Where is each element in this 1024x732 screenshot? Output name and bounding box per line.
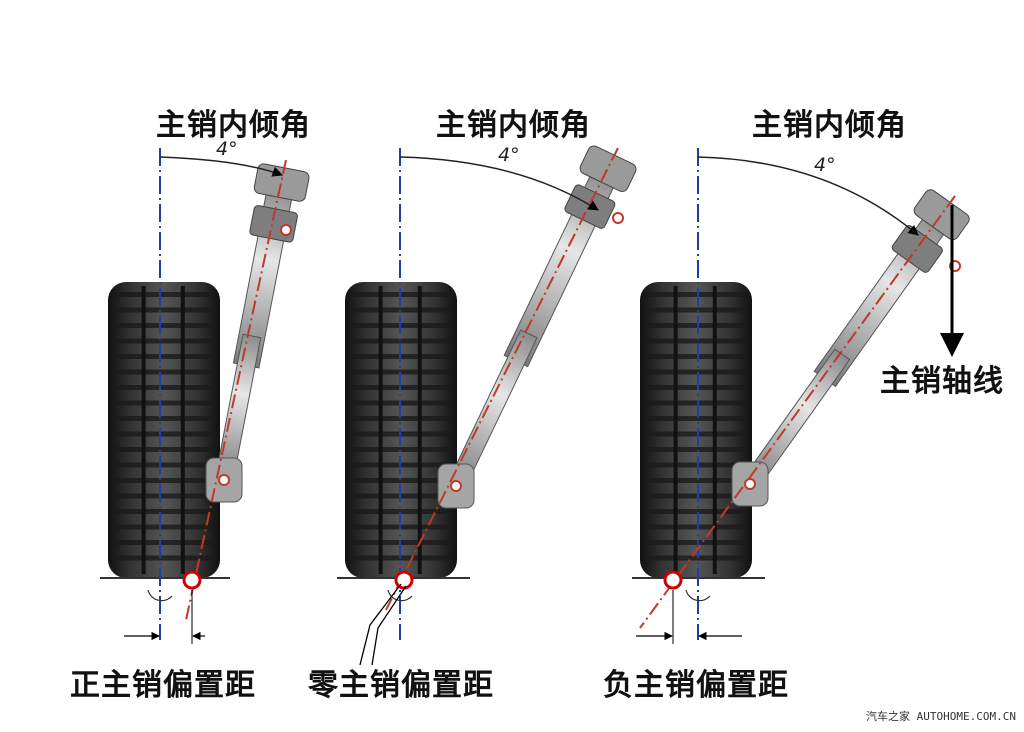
tire-tread-groove — [114, 478, 214, 483]
tire-tread-groove — [114, 494, 214, 499]
tire-tread-groove — [646, 463, 746, 468]
tire-rib — [418, 286, 422, 574]
tire-tread-groove — [646, 525, 746, 530]
tire-tread-groove — [646, 323, 746, 328]
ground-contact-point — [665, 572, 681, 588]
tire-tread-groove — [646, 370, 746, 375]
tire-tread-groove — [114, 540, 214, 545]
panel-2 — [337, 144, 638, 665]
tire-tread-groove — [114, 416, 214, 421]
strut-assembly — [729, 187, 972, 499]
tire-tread-groove — [114, 292, 214, 297]
tire-tread-groove — [646, 447, 746, 452]
panel-2-offset-label: 零主销偏置距 — [308, 660, 494, 704]
panel-1-angle-label: 4° — [216, 138, 238, 160]
tire-tread-groove — [114, 463, 214, 468]
kingpin-axis-label: 主销轴线 — [880, 356, 1004, 400]
tire-rib — [181, 286, 185, 574]
spring-seat — [249, 205, 298, 243]
tire-tread-groove — [114, 385, 214, 390]
pivot-point — [281, 225, 291, 235]
ground-contact-point — [396, 572, 412, 588]
tire-tread-groove — [646, 478, 746, 483]
panel-1-offset-label: 正主销偏置距 — [70, 660, 256, 704]
pivot-point — [451, 481, 461, 491]
panel-3-offset-label: 负主销偏置距 — [603, 660, 789, 704]
pivot-point — [745, 479, 755, 489]
tire-tread-groove — [646, 432, 746, 437]
panel-1 — [100, 148, 310, 644]
tire-tread-groove — [646, 385, 746, 390]
pivot-point — [219, 475, 229, 485]
tire-rib — [674, 286, 678, 574]
tire-tread-groove — [646, 354, 746, 359]
inclination-angle-arc — [698, 157, 918, 235]
tire-rib — [713, 286, 717, 574]
tire-tread-groove — [114, 432, 214, 437]
tire-tread-groove — [114, 308, 214, 313]
tire-tread-groove — [646, 540, 746, 545]
tire-tread-groove — [646, 292, 746, 297]
tire-tread-groove — [114, 447, 214, 452]
tire-tread-groove — [646, 308, 746, 313]
tire-tread-groove — [114, 354, 214, 359]
pivot-point — [613, 213, 623, 223]
ground-contact-point — [184, 572, 200, 588]
panel-3-title: 主销内倾角 — [752, 100, 907, 144]
tire-tread-groove — [646, 494, 746, 499]
tire-rib — [379, 286, 383, 574]
tire-tread-groove — [114, 370, 214, 375]
tire-tread-groove — [646, 556, 746, 561]
tire-rib — [142, 286, 146, 574]
tire-tread-groove — [646, 401, 746, 406]
tire-tread-groove — [114, 401, 214, 406]
tire-tread-groove — [646, 509, 746, 514]
strut-assembly — [433, 144, 638, 497]
tire-tread-groove — [114, 339, 214, 344]
tire-tread-groove — [114, 509, 214, 514]
tire-tread-groove — [646, 416, 746, 421]
tire-tread-groove — [114, 323, 214, 328]
panel-2-angle-label: 4° — [498, 144, 520, 166]
panel-3-angle-label: 4° — [814, 154, 836, 176]
watermark: 汽车之家 AUTOHOME.COM.CN — [866, 708, 1016, 724]
panel-2-title: 主销内倾角 — [436, 100, 591, 144]
tire-tread-groove — [114, 525, 214, 530]
tire-tread-groove — [646, 339, 746, 344]
